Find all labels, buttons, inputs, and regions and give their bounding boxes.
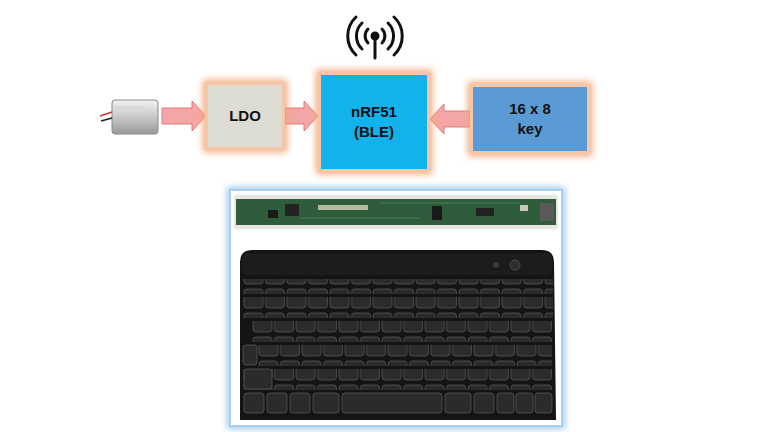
keyboard-picture — [240, 250, 556, 420]
power-arrow — [162, 101, 206, 131]
pcb-picture — [234, 195, 558, 229]
wireless-icon — [348, 17, 403, 58]
process-box: LDO — [205, 82, 285, 150]
signal-arrow — [430, 104, 470, 134]
photo-frame-glow — [230, 190, 562, 426]
signal-arrow — [285, 101, 318, 131]
process-box: nRF51 (BLE) — [318, 72, 430, 172]
battery-picture — [100, 100, 158, 134]
photo-frame — [230, 190, 562, 426]
box-label: LDO — [229, 106, 261, 126]
process-box: 16 x 8 key — [470, 84, 590, 154]
box-label: nRF51 (BLE) — [337, 102, 412, 143]
box-label: 16 x 8 key — [500, 99, 560, 140]
